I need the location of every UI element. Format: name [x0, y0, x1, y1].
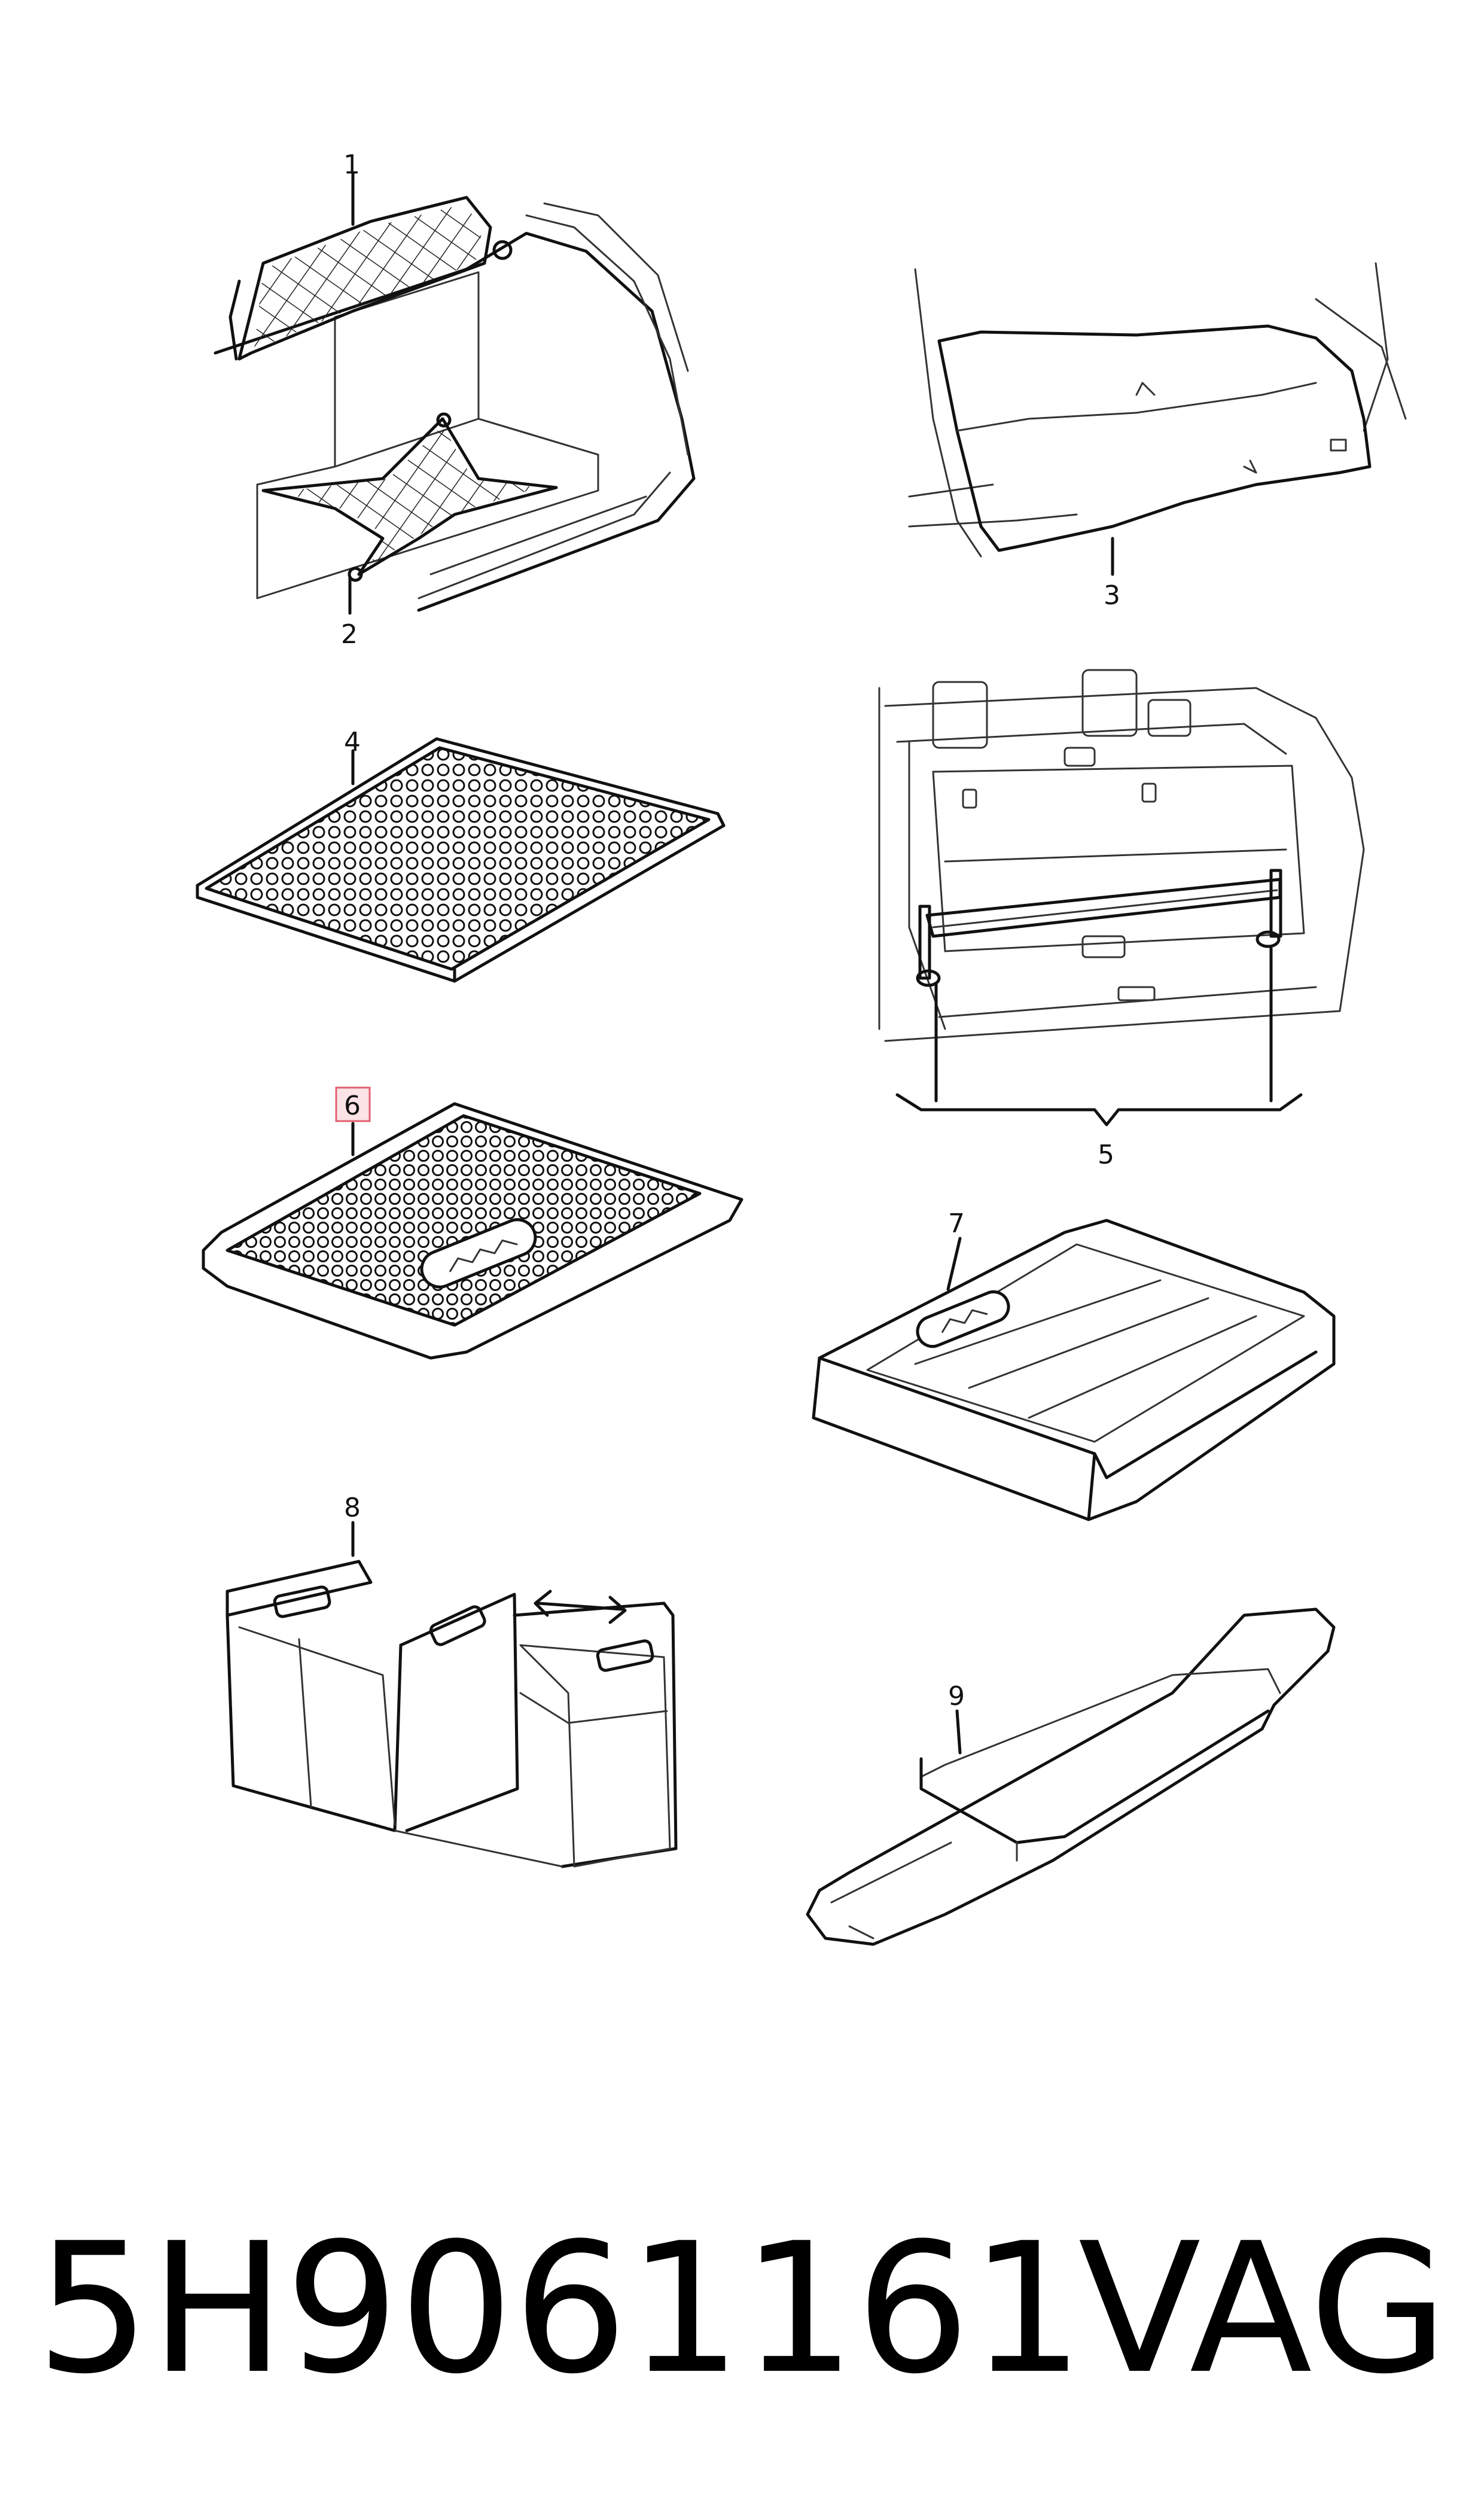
brand-label: VAG — [1078, 2205, 1448, 2413]
callout-1: 1 — [343, 150, 360, 180]
leader-line-9 — [955, 1709, 962, 1755]
callout-3: 3 — [1104, 580, 1120, 611]
callout-6: 6 — [344, 1091, 361, 1121]
leader-line-7 — [946, 1237, 962, 1291]
part-4-honeycomb-mat-illustration — [196, 737, 726, 983]
part-number: 5H9061161 — [36, 2205, 1084, 2413]
callout-9: 9 — [948, 1681, 965, 1712]
callout-5: 5 — [1098, 1140, 1114, 1170]
footer: 5H9061161 VAG — [36, 2213, 1448, 2405]
callout-2: 2 — [341, 619, 358, 650]
callout-4: 4 — [344, 727, 361, 757]
leader-bracket-5 — [895, 1093, 1303, 1126]
part-6-tray-mat-illustration — [202, 1102, 743, 1360]
part-1-2-trunk-nets-illustration — [214, 196, 696, 612]
callout-7: 7 — [948, 1208, 965, 1239]
part-3-bumper-cover-illustration — [908, 262, 1407, 558]
callout-6-highlight-box — [335, 1086, 371, 1122]
part-9-luggage-cover-illustration — [806, 1607, 1336, 1946]
part-5-trunk-divider-illustration — [878, 669, 1365, 1042]
callout-8: 8 — [344, 1493, 361, 1523]
part-7-trunk-tray-illustration — [812, 1219, 1336, 1521]
part-8-folding-box-illustration — [226, 1560, 678, 1868]
